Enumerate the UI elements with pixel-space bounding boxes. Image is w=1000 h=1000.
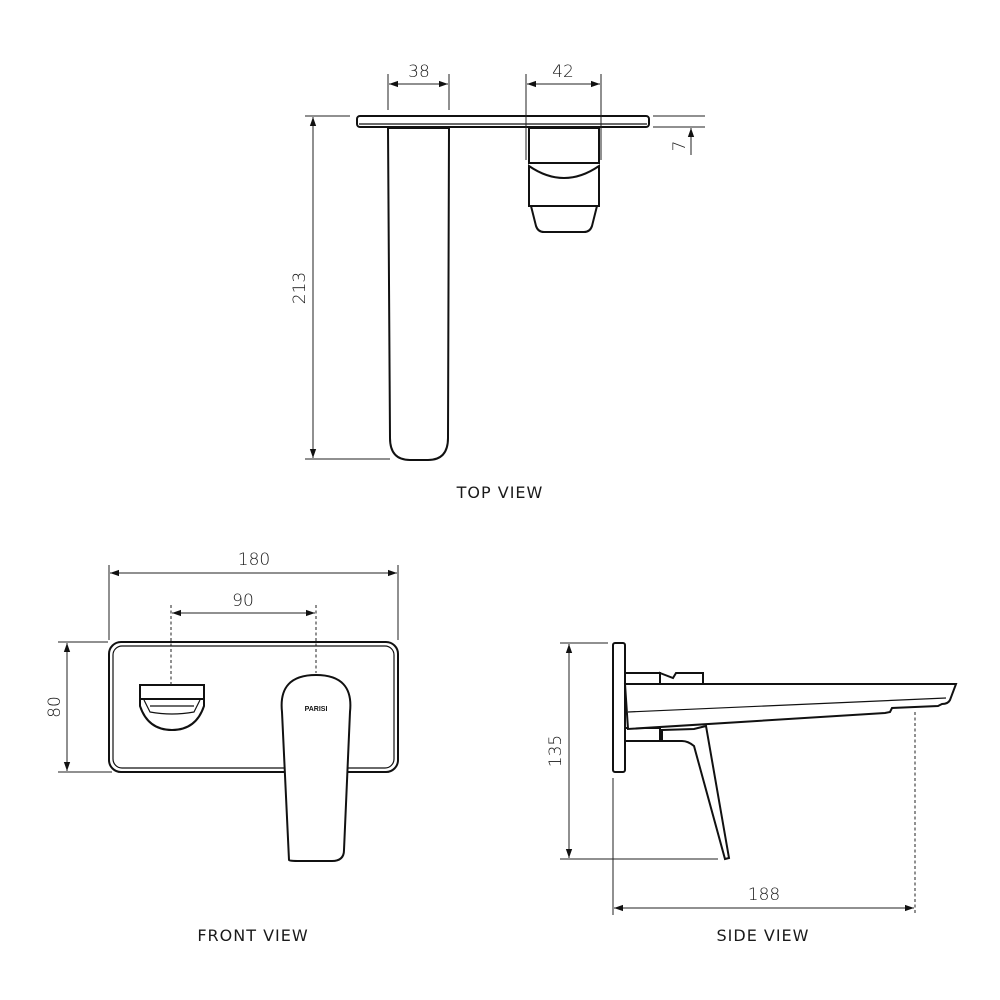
dim-centres: 90 — [232, 591, 254, 611]
dim-plate-thickness: 7 — [670, 141, 690, 152]
dim-plate-height: 80 — [45, 696, 65, 718]
side-view: 135 188 SIDE VIEW — [546, 642, 958, 945]
top-view-label: TOP VIEW — [456, 483, 544, 502]
dim-handle-width: 42 — [552, 62, 574, 82]
top-plate — [356, 115, 650, 128]
dim-spout-length: 213 — [290, 272, 310, 304]
side-view-label: SIDE VIEW — [717, 926, 810, 945]
side-plate — [612, 642, 626, 773]
top-spout — [386, 127, 451, 461]
front-view-label: FRONT VIEW — [197, 926, 308, 945]
front-view: PARISI 180 90 80 FRONT VIEW — [45, 550, 399, 945]
dim-overall-height: 135 — [546, 735, 566, 767]
side-spout — [623, 683, 958, 731]
front-lever — [280, 673, 352, 862]
top-handle — [528, 127, 600, 233]
side-lever — [661, 724, 731, 861]
dim-spout-width: 38 — [408, 62, 430, 82]
top-view: 38 42 7 213 TOP VIEW — [290, 62, 705, 502]
dim-projection: 188 — [748, 885, 780, 905]
front-spout-outlet — [139, 684, 205, 732]
dim-plate-width: 180 — [238, 550, 270, 570]
brand-logo: PARISI — [305, 706, 328, 713]
